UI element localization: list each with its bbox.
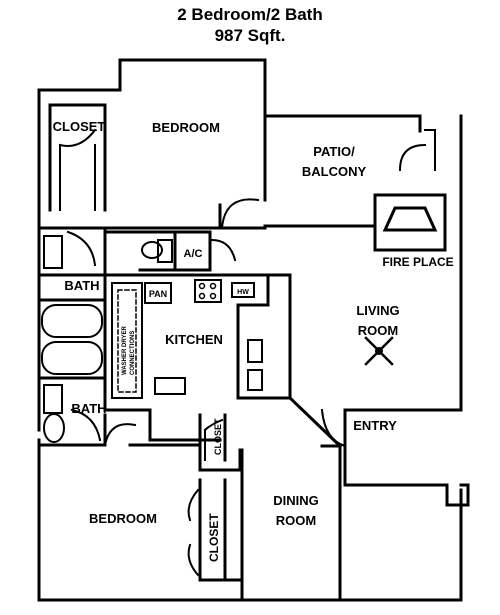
- bath-top-sink: [43, 235, 63, 269]
- burner: [209, 292, 217, 300]
- washer-dryer-doors: [117, 289, 137, 393]
- room-label-connections: CONNECTIONS: [130, 331, 136, 375]
- bath-bottom-toilet: [43, 413, 65, 443]
- room-label-bedroom-top: BEDROOM: [152, 120, 220, 135]
- bath-top-toilet-tank: [157, 239, 173, 263]
- bath-top-wall: [37, 273, 107, 302]
- room-label-pan: PAN: [149, 289, 167, 299]
- bath-bottom-sink: [43, 384, 63, 414]
- tub-wall: [37, 376, 107, 402]
- bathtub-1: [41, 304, 103, 338]
- fridge: [247, 369, 263, 391]
- room-label-closet-mid: CLOSET: [213, 418, 223, 455]
- room-label-bath-bottom: BATH: [71, 401, 106, 416]
- room-label-balcony: BALCONY: [302, 164, 367, 179]
- bedroom-top-door: [220, 198, 260, 230]
- closet-mid-door: [203, 418, 224, 461]
- outer-wall-entry-side: [343, 408, 470, 507]
- room-label-entry: ENTRY: [353, 418, 397, 433]
- range: [194, 279, 222, 303]
- plan-title: 2 Bedroom/2 Bath 987 Sqft.: [0, 4, 500, 46]
- room-label-kitchen: KITCHEN: [165, 332, 223, 347]
- plan-title-layout: 2 Bedroom/2 Bath: [177, 5, 323, 24]
- pantry: [144, 282, 172, 304]
- room-label-living: LIVING: [356, 303, 399, 318]
- ac-closet: [103, 230, 212, 272]
- room-label-bedroom-bottom: BEDROOM: [89, 511, 157, 526]
- ceiling-fan-hub: [375, 347, 383, 355]
- room-label-closet-top: CLOSET: [53, 119, 106, 134]
- dishwasher: [154, 377, 186, 395]
- washer-dryer-closet: [111, 282, 143, 399]
- bedroom-top-south-wall: [37, 203, 267, 297]
- closet-top-walls: [48, 103, 107, 212]
- patio-wall: [263, 114, 377, 252]
- burner: [209, 282, 217, 290]
- burner: [198, 292, 206, 300]
- room-label-closet-bottom: CLOSET: [207, 513, 221, 562]
- bath-top-door: [66, 230, 97, 267]
- water-heater: [231, 282, 255, 298]
- room-label-living-room: ROOM: [358, 323, 398, 338]
- closet-bottom-door: [187, 488, 200, 577]
- dining-angle-wall: [240, 395, 343, 602]
- kitchen-walls: [103, 273, 292, 442]
- plan-title-area: 987 Sqft.: [214, 26, 286, 45]
- room-label-ac: A/C: [184, 248, 203, 260]
- room-label-bath-top: BATH: [64, 278, 99, 293]
- burner: [198, 282, 206, 290]
- bathtub-2: [41, 341, 103, 375]
- room-label-hw: HW: [237, 289, 249, 296]
- room-label-fireplace: FIRE PLACE: [382, 255, 453, 269]
- room-label-washer-dryer: WASHER DRYER: [122, 326, 128, 375]
- fireplace: [373, 193, 447, 252]
- ceiling-fan-icon: [364, 336, 394, 366]
- bath-bottom-door: [70, 408, 102, 442]
- closet-top-door: [58, 128, 97, 211]
- closet-mid: [198, 413, 242, 472]
- room-label-dining-room: ROOM: [276, 513, 316, 528]
- patio-door-swing: [398, 129, 436, 172]
- room-label-patio: PATIO/: [313, 144, 355, 159]
- bath-top-toilet: [141, 241, 163, 259]
- kitchen-sink: [247, 339, 263, 363]
- room-label-dining: DINING: [273, 493, 319, 508]
- closet-bottom: [198, 478, 242, 582]
- bedroom-bottom-door: [103, 423, 137, 447]
- ac-door: [210, 238, 237, 262]
